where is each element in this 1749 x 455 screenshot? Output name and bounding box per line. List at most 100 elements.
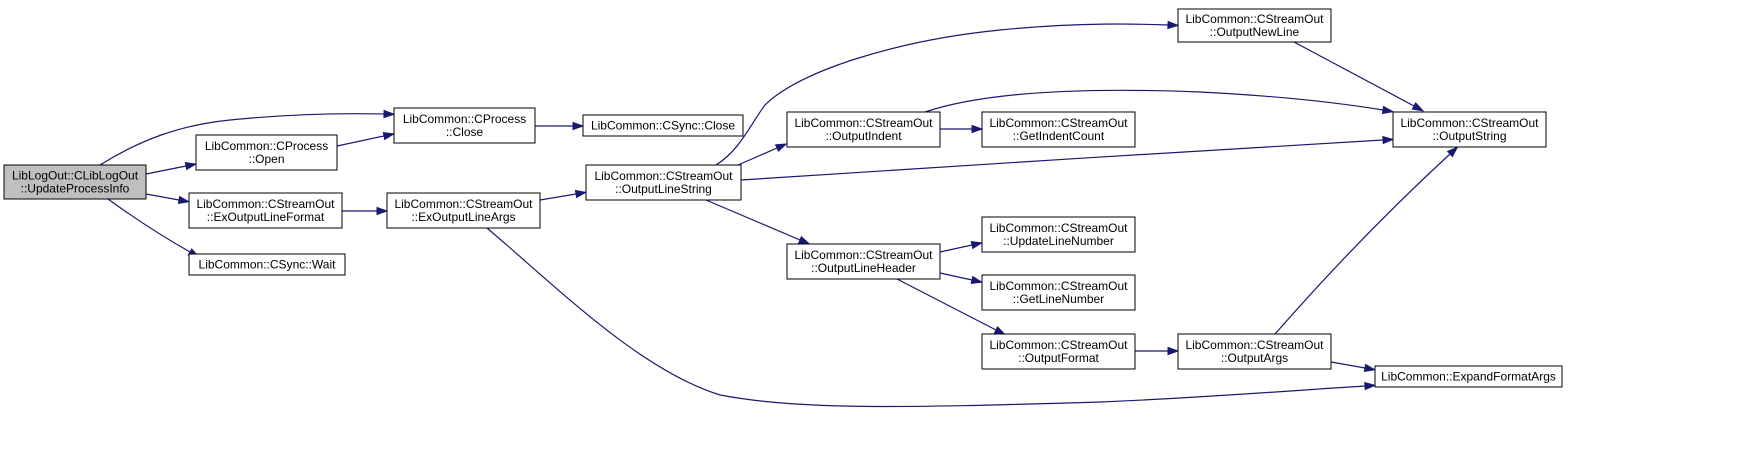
edge-arrowhead (1382, 135, 1395, 145)
node-label-line: ::OutputLineString (615, 182, 712, 196)
node-label-line: LibCommon::ExpandFormatArgs (1381, 370, 1556, 384)
node-box[interactable] (981, 274, 1136, 311)
node-box[interactable] (393, 107, 536, 144)
node-box[interactable] (786, 243, 941, 280)
node-box[interactable] (981, 216, 1136, 253)
edge-line (740, 139, 1384, 181)
node-box[interactable] (3, 164, 147, 200)
node-popen[interactable]: LibCommon::CProcess::Open (195, 134, 338, 171)
edge-line (896, 278, 997, 331)
node-label-line: ::OutputLineHeader (811, 261, 916, 275)
edge-arrowhead (993, 326, 1007, 336)
edge-exla-to-efa (486, 227, 1377, 408)
edge-line (715, 23, 1169, 166)
edge-line (145, 193, 180, 201)
edge-line (99, 113, 385, 166)
node-label-line: ::OutputArgs (1221, 351, 1288, 365)
edge-ols-to-olh (705, 199, 811, 245)
edge-arrowhead (774, 143, 788, 153)
edge-exlf-to-exla (342, 206, 389, 216)
node-box[interactable] (1374, 365, 1563, 388)
edge-oargs-to-efa (1330, 361, 1377, 373)
edge-exla-to-ols (539, 189, 588, 201)
node-label-line: ::UpdateProcessInfo (21, 182, 130, 196)
node-swait[interactable]: LibCommon::CSync::Wait (188, 253, 346, 276)
edge-arrowhead (971, 124, 984, 134)
node-gln[interactable]: LibCommon::CStreamOut::GetLineNumber (981, 274, 1136, 311)
edge-line (705, 199, 801, 241)
node-box[interactable] (582, 114, 744, 137)
node-uln[interactable]: LibCommon::CStreamOut::UpdateLineNumber (981, 216, 1136, 253)
edge-root-to-swait (107, 198, 201, 258)
edge-popen-to-pclose (336, 131, 396, 147)
edge-arrowhead (1363, 363, 1377, 373)
node-label-line: LibCommon::CProcess (403, 112, 526, 126)
edge-arrowhead (1167, 20, 1180, 30)
node-box[interactable] (386, 192, 541, 229)
node-label-line: LibLogOut::CLibLogOut (12, 169, 139, 183)
node-box[interactable] (1177, 8, 1332, 43)
edge-arrowhead (1364, 381, 1377, 391)
edge-line (107, 198, 191, 253)
node-box[interactable] (195, 134, 338, 171)
node-box[interactable] (1177, 333, 1332, 370)
node-label-line: ::OutputString (1432, 129, 1506, 143)
edge-root-to-pclose (99, 109, 396, 166)
node-exlf[interactable]: LibCommon::CStreamOut::ExOutputLineForma… (188, 192, 343, 229)
edge-ols-to-onl (715, 20, 1180, 166)
edge-line (539, 193, 577, 201)
node-label-line: LibCommon::CStreamOut (989, 338, 1128, 352)
node-label-line: ::OutputFormat (1018, 351, 1099, 365)
edge-ols-to-oind (737, 143, 788, 166)
node-box[interactable] (585, 164, 742, 201)
node-box[interactable] (981, 111, 1136, 148)
node-box[interactable] (1392, 111, 1547, 148)
edge-arrowhead (970, 240, 984, 250)
node-label-line: LibCommon::CStreamOut (989, 221, 1128, 235)
node-efa[interactable]: LibCommon::ExpandFormatArgs (1374, 365, 1563, 388)
node-ostr[interactable]: LibCommon::CStreamOut::OutputString (1392, 111, 1547, 148)
node-label-line: ::Close (446, 125, 484, 139)
node-ofmt[interactable]: LibCommon::CStreamOut::OutputFormat (981, 333, 1136, 370)
node-olh[interactable]: LibCommon::CStreamOut::OutputLineHeader (786, 243, 941, 280)
node-pclose[interactable]: LibCommon::CProcess::Close (393, 107, 536, 144)
node-ols[interactable]: LibCommon::CStreamOut::OutputLineString (585, 164, 742, 201)
edge-oind-to-gic (940, 124, 984, 134)
edge-arrowhead (1411, 102, 1425, 112)
edge-onl-to-ostr (1293, 41, 1425, 112)
node-box[interactable] (786, 111, 941, 148)
edge-arrowhead (383, 109, 396, 119)
node-box[interactable] (188, 192, 343, 229)
node-label-line: ::Open (248, 152, 284, 166)
edge-arrowhead (970, 275, 984, 285)
node-onl[interactable]: LibCommon::CStreamOut::OutputNewLine (1177, 8, 1332, 43)
node-label-line: LibCommon::CSync::Wait (199, 258, 337, 272)
edge-root-to-popen (145, 161, 198, 175)
node-box[interactable] (188, 253, 346, 276)
edge-line (939, 244, 973, 253)
node-label-line: ::ExOutputLineFormat (207, 210, 325, 224)
node-oind[interactable]: LibCommon::CStreamOut::OutputIndent (786, 111, 941, 148)
node-root[interactable]: LibLogOut::CLibLogOut::UpdateProcessInfo (3, 164, 147, 200)
node-label-line: LibCommon::CStreamOut (1400, 116, 1539, 130)
edge-ols-to-ostr (740, 135, 1395, 181)
edge-root-to-exlf (145, 193, 191, 205)
edge-pclose-to-sclose (535, 121, 585, 131)
node-label-line: LibCommon::CProcess (205, 139, 328, 153)
node-oargs[interactable]: LibCommon::CStreamOut::OutputArgs (1177, 333, 1332, 370)
node-gic[interactable]: LibCommon::CStreamOut::GetIndentCount (981, 111, 1136, 148)
edge-arrowhead (382, 131, 396, 141)
edge-olh-to-gln (939, 272, 984, 285)
node-box[interactable] (981, 333, 1136, 370)
node-sclose[interactable]: LibCommon::CSync::Close (582, 114, 744, 137)
edge-arrowhead (184, 161, 198, 171)
edge-line (737, 147, 778, 166)
edge-line (145, 165, 187, 175)
edge-arrowhead (177, 195, 191, 205)
node-label-line: ::OutputIndent (825, 129, 902, 143)
edge-line (1274, 153, 1451, 335)
node-exla[interactable]: LibCommon::CStreamOut::ExOutputLineArgs (386, 192, 541, 229)
edge-line (924, 89, 1384, 113)
node-label-line: ::ExOutputLineArgs (411, 210, 515, 224)
